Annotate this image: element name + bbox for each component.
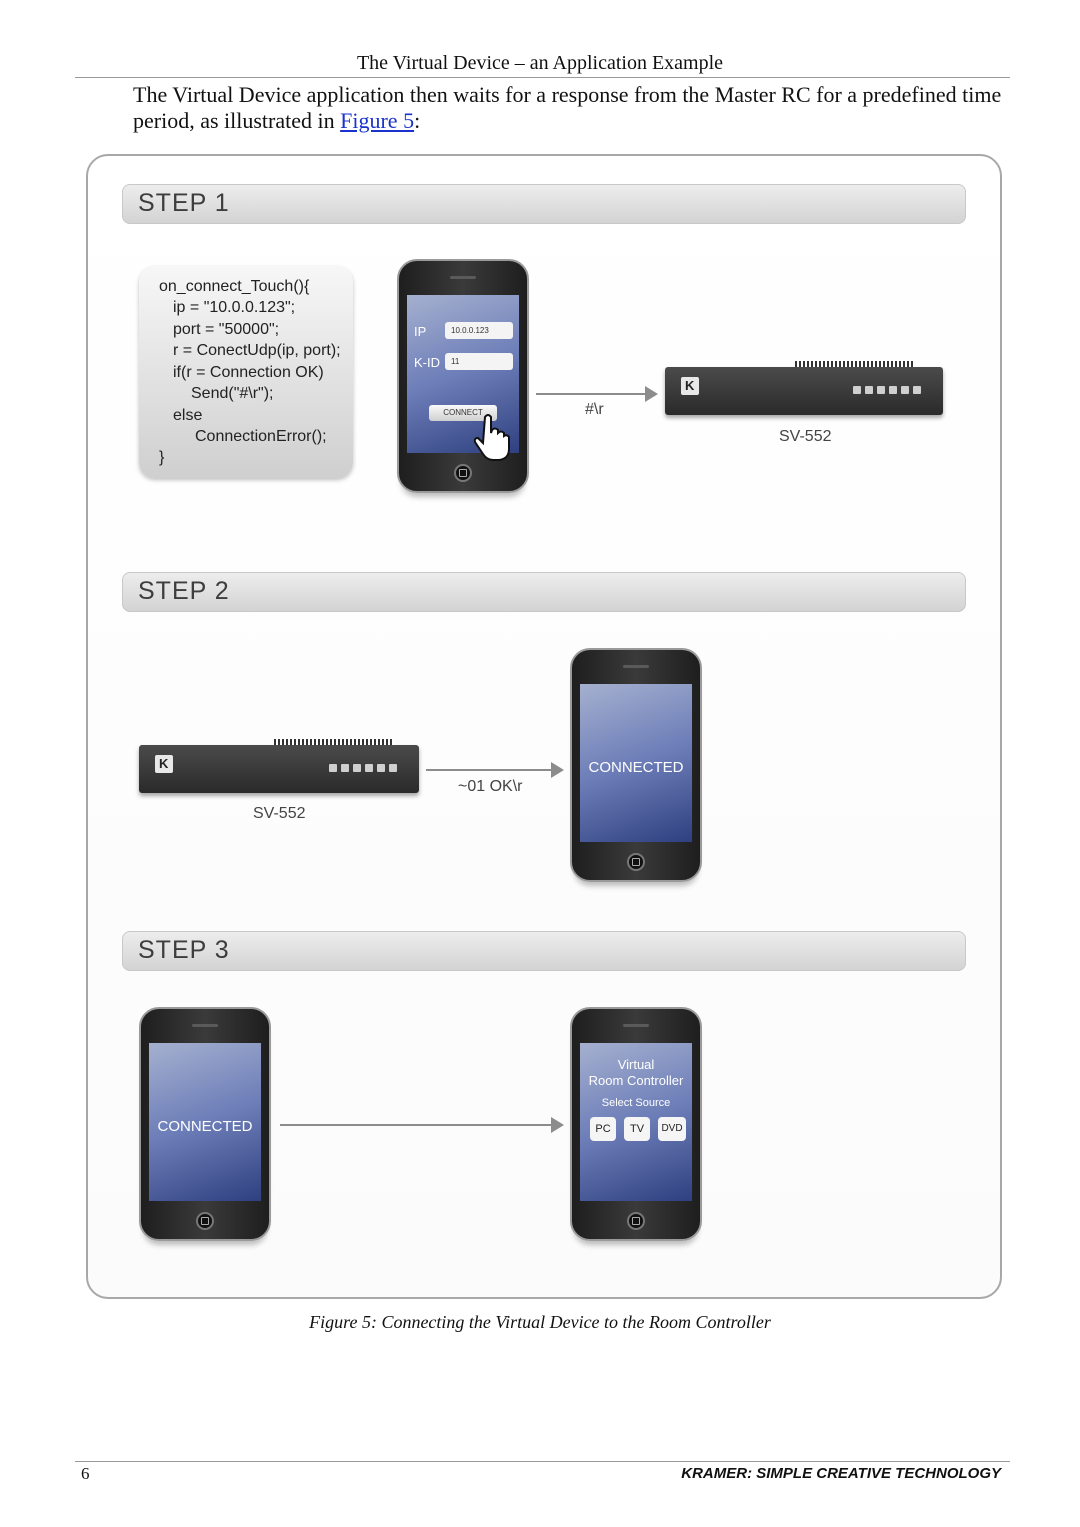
intro-text-end: :: [414, 108, 421, 133]
home-button-icon: [627, 1212, 645, 1230]
step2-bar: STEP 2: [122, 572, 966, 612]
app-title-line2: Room Controller: [588, 1073, 684, 1088]
source-button-tv[interactable]: TV: [624, 1117, 650, 1141]
code-bubble: on_connect_Touch(){ ip = "10.0.0.123"; p…: [139, 266, 353, 478]
kramer-logo-icon: K: [681, 377, 699, 395]
phone-speaker: [192, 1024, 218, 1027]
connect-button[interactable]: CONNECT: [429, 405, 497, 421]
step1-bar: STEP 1: [122, 184, 966, 224]
home-button-icon: [454, 464, 472, 482]
device-label: SV-552: [253, 805, 306, 822]
code-line: if(r = Connection OK): [173, 364, 324, 381]
footer-brand: KRAMER: SIMPLE CREATIVE TECHNOLOGY: [681, 1465, 1001, 1482]
home-button-icon: [196, 1212, 214, 1230]
arrow-right-icon: [426, 762, 564, 778]
source-button-pc[interactable]: PC: [590, 1117, 616, 1141]
phone-step3-right: Virtual Room Controller Select Source PC…: [570, 1007, 702, 1241]
page-number: 6: [81, 1464, 90, 1483]
ip-field[interactable]: 10.0.0.123: [445, 322, 513, 339]
hand-pointer-icon: [473, 414, 510, 461]
kid-field[interactable]: 11: [445, 353, 513, 370]
message-ok: ~01 OK\r: [458, 778, 523, 795]
select-source-label: Select Source: [601, 1097, 671, 1109]
phone-speaker: [623, 665, 649, 668]
intro-text: The Virtual Device application then wait…: [133, 82, 1002, 133]
connected-text: CONNECTED: [588, 759, 684, 776]
source-button-dvd[interactable]: DVD: [658, 1117, 686, 1141]
page-header-title: The Virtual Device – an Application Exam…: [356, 52, 724, 74]
step2-label: STEP 2: [138, 577, 230, 605]
arrow-right-icon: [536, 386, 658, 402]
connected-text: CONNECTED: [157, 1118, 253, 1135]
phone-speaker: [623, 1024, 649, 1027]
step1-label: STEP 1: [138, 189, 230, 217]
code-line: r = ConectUdp(ip, port);: [173, 342, 341, 359]
phone-step1: IP 10.0.0.123 K-ID 11 CONNECT: [397, 259, 529, 493]
device-buttons: [849, 381, 921, 399]
intro-paragraph: The Virtual Device application then wait…: [133, 82, 1013, 134]
step3-bar: STEP 3: [122, 931, 966, 971]
code-line: else: [173, 407, 203, 424]
phone-speaker: [450, 276, 476, 279]
device-vent: [274, 739, 394, 745]
sv552-device-step2: K: [139, 739, 419, 793]
code-line: }: [159, 449, 165, 466]
phone-screen: IP 10.0.0.123 K-ID 11 CONNECT: [407, 295, 519, 461]
ip-label: IP: [414, 324, 427, 339]
kramer-logo-icon: K: [155, 755, 173, 773]
sv552-device-step1: K: [665, 361, 943, 415]
phone-screen: CONNECTED: [580, 684, 692, 842]
phone-step2: CONNECTED: [570, 648, 702, 882]
figure-link[interactable]: Figure 5: [340, 108, 415, 133]
phone-screen: Virtual Room Controller Select Source PC…: [580, 1043, 692, 1201]
device-buttons: [325, 759, 397, 777]
code-line: on_connect_Touch(){: [159, 278, 310, 295]
code-line: Send("#\r");: [191, 385, 274, 402]
kid-label: K-ID: [414, 355, 440, 370]
code-line: port = "50000";: [173, 321, 280, 338]
message-hash-r: #\r: [585, 401, 604, 418]
home-button-icon: [627, 853, 645, 871]
app-title-line1: Virtual: [617, 1057, 655, 1072]
figure-caption: Figure 5: Connecting the Virtual Device …: [309, 1312, 771, 1332]
header-divider: [75, 77, 1010, 78]
code-line: ip = "10.0.0.123";: [173, 299, 296, 316]
phone-step3-left: CONNECTED: [139, 1007, 271, 1241]
phone-screen: CONNECTED: [149, 1043, 261, 1201]
footer-divider: [75, 1461, 1010, 1462]
device-vent: [795, 361, 915, 367]
code-line: ConnectionError();: [195, 428, 327, 445]
arrow-right-icon: [280, 1117, 564, 1133]
device-label: SV-552: [779, 428, 832, 445]
step3-label: STEP 3: [138, 936, 230, 964]
